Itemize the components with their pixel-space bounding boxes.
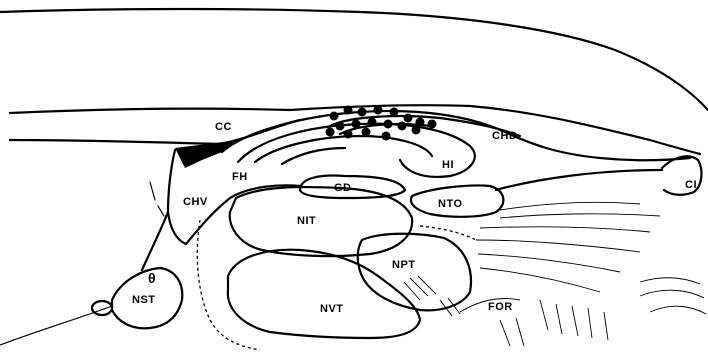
- label-cc: CC: [215, 121, 232, 133]
- fiber-tick: [540, 300, 548, 330]
- neuron-dot: [330, 112, 339, 121]
- fiber-tick: [556, 304, 562, 334]
- neuron-dot: [352, 120, 361, 129]
- left-tick-2: [158, 206, 164, 216]
- ci-connection: [496, 170, 662, 190]
- fiber-line: [500, 214, 660, 218]
- left-wall: [142, 212, 168, 270]
- nst-small-oval: [92, 301, 112, 315]
- neuron-dot: [374, 106, 383, 115]
- label-for: FOR: [488, 301, 513, 313]
- neuron-dot: [428, 120, 437, 129]
- fiber-tick: [588, 308, 592, 338]
- label-fh: FH: [232, 171, 248, 183]
- neuron-dot: [344, 106, 353, 115]
- neuron-dot: [404, 114, 413, 123]
- label-chv: CHV: [183, 196, 208, 208]
- neuron-dot: [398, 122, 407, 131]
- fiber-line: [476, 240, 640, 252]
- hemisphere-outline: [0, 9, 708, 110]
- label-nst: NST: [132, 294, 156, 306]
- hippocampus-outer: [222, 111, 690, 160]
- neuron-dot: [344, 130, 353, 139]
- neuron-dot: [326, 128, 335, 137]
- neuron-dot: [384, 120, 393, 129]
- fiber-tick: [572, 306, 578, 336]
- label-ci: CI: [685, 179, 697, 191]
- label-nvt: NVT: [320, 303, 344, 315]
- hatch-mark: [410, 278, 428, 296]
- fiber-line: [640, 290, 704, 298]
- left-tick-1: [150, 182, 155, 200]
- label-gd: GD: [334, 182, 352, 194]
- fiber-tracts-right: [460, 202, 706, 346]
- neuron-dot: [382, 132, 391, 141]
- neuron-dot: [362, 128, 371, 137]
- boundary-dashed-2: [420, 226, 476, 240]
- neuron-dot: [368, 118, 377, 127]
- label-chd: CHD: [492, 130, 517, 142]
- fiber-tick: [604, 312, 608, 340]
- fiber-tick: [516, 318, 524, 346]
- fiber-line: [500, 202, 640, 210]
- label-nit: NIT: [297, 215, 316, 227]
- label-hi: HI: [442, 159, 454, 171]
- fiber-tick: [500, 320, 510, 346]
- npt-nucleus: [358, 234, 471, 311]
- nst-tract: [0, 306, 112, 345]
- neuron-dot: [390, 108, 399, 117]
- fiber-line: [478, 254, 620, 272]
- neuron-dot: [358, 108, 367, 117]
- label-nto: NTO: [438, 198, 463, 210]
- fiber-line: [640, 278, 700, 284]
- fiber-line: [480, 268, 600, 292]
- ventricle-wedge: [175, 140, 240, 168]
- fiber-line: [650, 306, 706, 314]
- label-theta: θ: [148, 270, 156, 286]
- label-npt: NPT: [392, 259, 416, 271]
- hatch-mark: [418, 276, 436, 294]
- neuron-dot: [336, 122, 345, 131]
- neuron-dot: [416, 118, 425, 127]
- fiber-line: [480, 227, 650, 232]
- hippocampus-loop-3: [282, 148, 345, 164]
- neuron-dot: [412, 126, 421, 135]
